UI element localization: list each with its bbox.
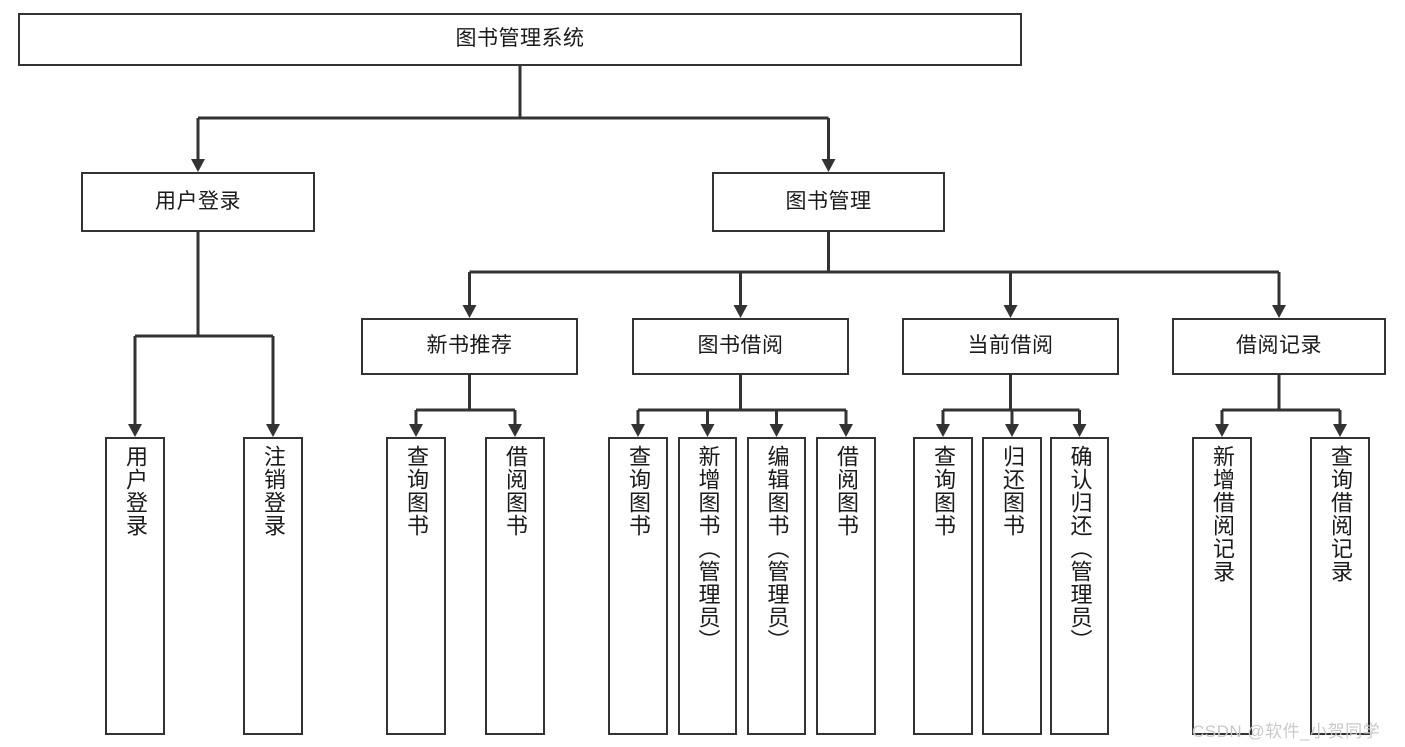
node-box-leaf13[interactable]: 查询借阅记录	[1310, 437, 1370, 735]
node-label-leaf9: 查询图书	[931, 445, 956, 537]
node-box-leaf1[interactable]: 用户登录	[105, 437, 165, 735]
node-box-current[interactable]: 当前借阅	[902, 318, 1119, 375]
node-label-leaf6: 新增图书（管理员）	[695, 445, 721, 652]
node-box-root[interactable]: 图书管理系统	[18, 13, 1022, 66]
node-label-leaf11: 确认归还（管理员）	[1067, 445, 1093, 652]
node-label-root: 图书管理系统	[455, 27, 585, 51]
node-label-leaf12: 新增借阅记录	[1210, 445, 1235, 583]
node-label-bookmgmt: 图书管理	[785, 189, 872, 213]
arrowhead-icon	[409, 424, 423, 437]
node-box-leaf3[interactable]: 查询图书	[386, 437, 446, 735]
node-box-leaf7[interactable]: 编辑图书（管理员）	[747, 437, 806, 735]
node-label-leaf1: 用户登录	[123, 445, 148, 537]
arrowhead-icon	[769, 424, 784, 437]
node-label-leaf2: 注销登录	[261, 445, 286, 537]
node-label-leaf13: 查询借阅记录	[1328, 445, 1353, 583]
node-box-login[interactable]: 用户登录	[81, 172, 315, 232]
node-box-bookmgmt[interactable]: 图书管理	[712, 172, 945, 232]
node-box-leaf8[interactable]: 借阅图书	[816, 437, 876, 735]
arrowhead-icon	[508, 424, 522, 437]
node-label-leaf10: 归还图书	[1000, 445, 1025, 537]
arrowhead-icon	[128, 424, 142, 437]
node-box-records[interactable]: 借阅记录	[1172, 318, 1386, 375]
arrowhead-icon	[733, 305, 748, 318]
arrowhead-icon	[1272, 305, 1286, 318]
arrowhead-icon	[821, 159, 836, 172]
node-label-leaf4: 借阅图书	[503, 445, 528, 537]
node-label-leaf8: 借阅图书	[834, 445, 859, 537]
node-box-borrow[interactable]: 图书借阅	[632, 318, 849, 375]
node-box-leaf11[interactable]: 确认归还（管理员）	[1050, 437, 1109, 735]
node-label-current: 当前借阅	[967, 334, 1054, 358]
node-label-newbook: 新书推荐	[426, 334, 513, 358]
node-label-leaf7: 编辑图书（管理员）	[764, 445, 790, 652]
arrowhead-icon	[1003, 305, 1018, 318]
node-label-leaf5: 查询图书	[626, 445, 651, 537]
node-box-leaf4[interactable]: 借阅图书	[485, 437, 545, 735]
arrowhead-icon	[700, 424, 715, 437]
node-label-leaf3: 查询图书	[404, 445, 429, 537]
node-label-login: 用户登录	[155, 189, 241, 213]
node-box-leaf6[interactable]: 新增图书（管理员）	[678, 437, 737, 735]
arrowhead-icon	[462, 305, 477, 318]
node-label-borrow: 图书借阅	[697, 334, 784, 358]
arrowhead-icon	[266, 424, 280, 437]
node-box-leaf9[interactable]: 查询图书	[913, 437, 973, 735]
node-box-leaf10[interactable]: 归还图书	[982, 437, 1042, 735]
node-box-leaf12[interactable]: 新增借阅记录	[1192, 437, 1252, 735]
arrowhead-icon	[936, 424, 950, 437]
csdn-watermark: CSDN @软件_小贺同学	[1192, 722, 1381, 741]
arrowhead-icon	[631, 424, 645, 437]
arrowhead-icon	[1333, 424, 1347, 437]
arrowhead-icon	[1005, 424, 1019, 437]
arrowhead-icon	[1215, 424, 1229, 437]
node-box-newbook[interactable]: 新书推荐	[361, 318, 578, 375]
node-box-leaf5[interactable]: 查询图书	[608, 437, 668, 735]
node-label-records: 借阅记录	[1236, 334, 1322, 358]
node-box-leaf2[interactable]: 注销登录	[243, 437, 303, 735]
arrowhead-icon	[839, 424, 853, 437]
arrowhead-icon	[191, 159, 205, 172]
arrowhead-icon	[1072, 424, 1087, 437]
